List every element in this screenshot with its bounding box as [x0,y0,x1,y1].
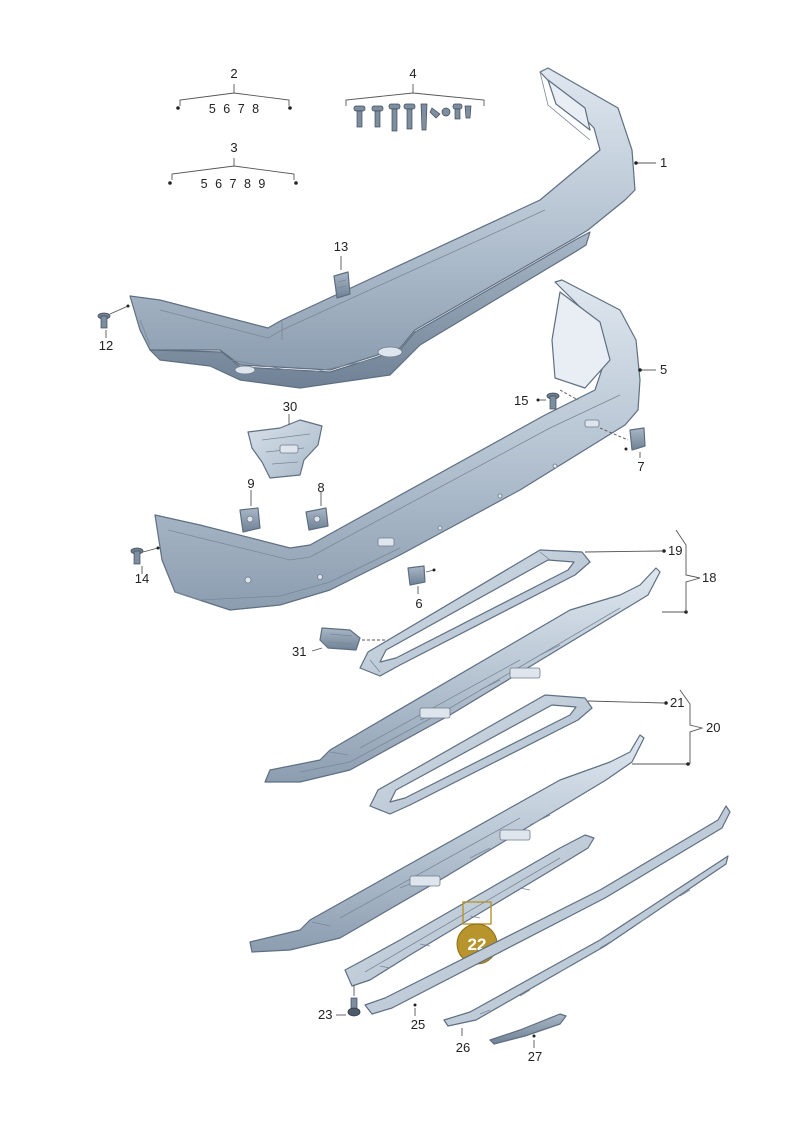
callout-15[interactable]: 15 [514,393,528,408]
callout-21-group: 21 [587,695,684,710]
callout-26[interactable]: 26 [456,1040,470,1055]
screw-part-15[interactable]: 15 [514,389,579,410]
callout-20-group: 20 [632,689,720,766]
callout-20[interactable]: 20 [706,720,720,735]
callout-23[interactable]: 23 [318,1007,332,1022]
screw-part-23[interactable]: 23 [318,985,361,1022]
center-bracket-part-30[interactable]: 30 [247,399,323,479]
strip-part-25[interactable]: 25 [364,805,731,1032]
kit-3-group: 3 5 6 7 8 9 [168,140,298,191]
callout-25[interactable]: 25 [411,1017,425,1032]
callout-1[interactable]: 1 [660,155,667,170]
kit-2-contents: 5 6 7 8 [209,102,259,116]
callout-19[interactable]: 19 [668,543,682,558]
callout-3[interactable]: 3 [230,140,237,155]
kit-3-contents: 5 6 7 8 9 [201,177,266,191]
frame-part-21[interactable] [369,694,593,815]
bracket-part-6[interactable]: 6 [407,565,436,611]
callout-4[interactable]: 4 [409,66,416,81]
callout-27[interactable]: 27 [528,1049,542,1064]
kit-2-group: 2 5 6 7 8 [176,66,292,116]
diffuser-part-20[interactable] [249,734,645,953]
callout-18-group: 18 [662,529,716,614]
callout-9[interactable]: 9 [247,476,254,491]
callout-19-group: 19 [584,543,682,558]
end-cap-part-27[interactable]: 27 [489,1013,567,1064]
bumper-cover-part-1[interactable] [129,67,636,389]
callout-21[interactable]: 21 [670,695,684,710]
callout-13[interactable]: 13 [334,239,348,254]
callout-2[interactable]: 2 [230,66,237,81]
callout-12[interactable]: 12 [99,338,113,353]
frame-part-19[interactable] [359,549,591,677]
screw-part-12[interactable]: 12 [97,304,130,354]
fastener-set-icon [353,103,472,132]
screw-part-14[interactable]: 14 [130,546,160,587]
kit-4-group: 4 [345,66,485,132]
callout-7[interactable]: 7 [637,459,644,474]
diffuser-part-18[interactable] [264,567,661,783]
callout-30[interactable]: 30 [283,399,297,414]
callout-5-group: 5 [638,362,667,377]
callout-1-group: 1 [634,155,667,170]
bracket-part-8[interactable]: 8 [305,480,329,531]
clip-part-13[interactable]: 13 [333,239,351,299]
callout-31[interactable]: 31 [292,644,306,659]
callout-18[interactable]: 18 [702,570,716,585]
strip-part-26[interactable]: 26 [443,855,729,1055]
callout-6[interactable]: 6 [415,596,422,611]
callout-8[interactable]: 8 [317,480,324,495]
callout-5[interactable]: 5 [660,362,667,377]
bracket-part-7[interactable]: 7 [599,427,646,474]
connector-part-31[interactable]: 31 [292,627,386,660]
bumper-cover-part-5[interactable] [154,279,641,611]
callout-14[interactable]: 14 [135,571,149,586]
bracket-part-9[interactable]: 9 [239,476,261,533]
